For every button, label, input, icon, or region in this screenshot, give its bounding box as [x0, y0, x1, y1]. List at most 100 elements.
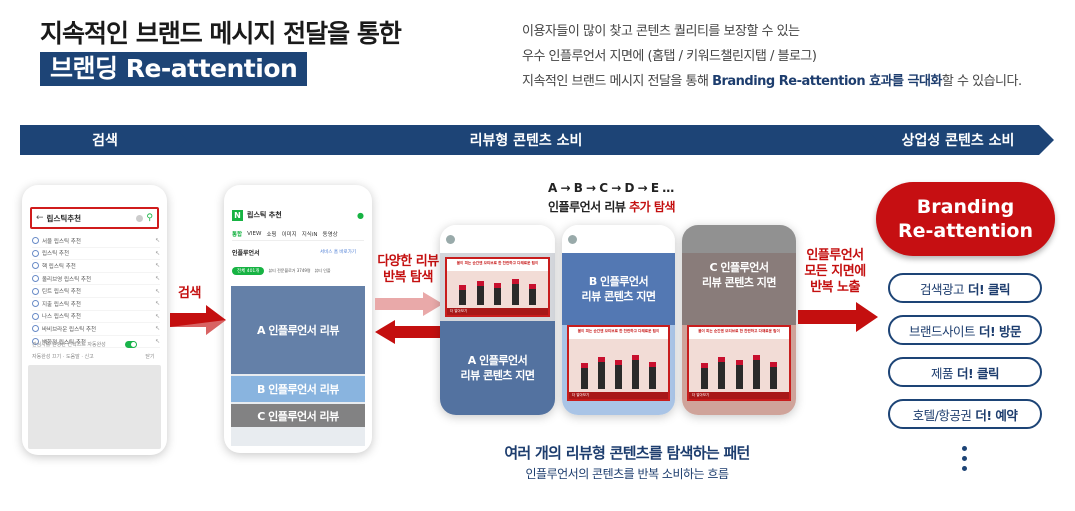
autocomplete-footer-links[interactable]: 자동완성 끄기 · 도움말 · 신고: [32, 354, 94, 360]
fill-arrow-icon[interactable]: ↖: [154, 275, 160, 283]
search-tab[interactable]: 이미지: [281, 231, 297, 238]
content-phone-a-header: [440, 225, 555, 253]
content-a-line2: 리뷰 콘텐츠 지면: [460, 369, 536, 382]
autocomplete-item[interactable]: 올리브영 립스틱 추천↖: [32, 273, 160, 286]
context-autocomplete-row: 관심사를 반영한 컨텍스트 자동완성: [32, 341, 138, 348]
autocomplete-toggle[interactable]: [125, 341, 138, 348]
pill-search-ad-bold: 더! 클릭: [967, 281, 1011, 297]
repeat-explore-label: 다양한 리뷰 반복 탐색: [376, 254, 440, 286]
search-arrow-icon: [170, 305, 226, 335]
expose-label-line2: 모든 지면에: [804, 264, 866, 279]
ad-headline-b: 봄이 피는 순간엔 모티브로 한 찬란하고 다채로운 립이: [569, 327, 668, 339]
search-input[interactable]: ← 립스틱추천 ⚲: [30, 207, 159, 229]
fill-arrow-icon[interactable]: ↖: [154, 287, 160, 295]
fill-arrow-icon[interactable]: ↖: [154, 249, 160, 257]
search-history-icon: [32, 287, 39, 295]
back-and-forth-arrows-icon: [375, 292, 443, 344]
search-tab[interactable]: 통합: [232, 231, 243, 238]
autocomplete-item[interactable]: 바비브라운 립스틱 추천 ↖: [32, 323, 160, 336]
content-b-overlay: B 인플루언서 리뷰 콘텐츠 지면: [562, 253, 675, 325]
brand-line2: Re-attention: [898, 220, 1033, 242]
expose-label: 인플루언서 모든 지면에 반복 노출: [800, 248, 870, 296]
autocomplete-footer: 자동완성 끄기 · 도움말 · 신고 닫기: [32, 353, 155, 360]
autocomplete-item[interactable]: 나스 립스틱 추천↖: [32, 311, 160, 324]
autocomplete-item[interactable]: 서울 립스틱 추천↖: [32, 235, 160, 248]
search-phone: ← 립스틱추천 ⚲ 서울 립스틱 추천↖립스틱 추천↖핵 립스틱 추천↖올리브영…: [22, 185, 167, 455]
description-line-2: 우수 인플루언서 지면에 (홈탭 / 키워드챌린지탭 / 블로그): [522, 49, 817, 64]
search-query: 립스틱추천: [46, 213, 82, 223]
search-arrow-label: 검색: [178, 286, 201, 301]
all-chip[interactable]: 전체 401개: [232, 267, 265, 275]
search-history-icon: [32, 338, 39, 346]
pill-brand-site-pre: 브랜드사이트: [908, 323, 976, 339]
overlay-c-review: C 인플루언서 리뷰: [231, 404, 365, 427]
search-tab[interactable]: 동영상: [322, 231, 338, 238]
autocomplete-close[interactable]: 닫기: [145, 354, 155, 360]
content-phone-b: B 인플루언서 리뷰 콘텐츠 지면 봄이 피는 순간엔 모티브로 한 찬란하고 …: [562, 225, 675, 415]
stage-search: 검색: [20, 125, 190, 155]
ad-banner-a[interactable]: 봄이 피는 순간엔 모티브로 한 찬란하고 다채로운 립이 더 알아보기: [445, 257, 550, 317]
fill-arrow-icon[interactable]: ↖: [154, 325, 160, 333]
autocomplete-item[interactable]: 핵 립스틱 추천↖: [32, 260, 160, 273]
search-icon[interactable]: ⚲: [146, 213, 153, 223]
fill-arrow-icon[interactable]: ↖: [154, 262, 160, 270]
search-history-icon: [32, 325, 39, 333]
content-a-line1: A 인플루언서: [467, 354, 528, 367]
content-c-overlay: C 인플루언서 리뷰 콘텐츠 지면: [682, 225, 796, 325]
autocomplete-item[interactable]: 립스틱 추천 ↖: [32, 248, 160, 261]
description-line-3-pre: 지속적인 브랜드 메시지 전달을 통해: [522, 74, 713, 89]
results-query: 립스틱 추천: [247, 211, 282, 219]
more-dots-icon: [962, 446, 970, 476]
mic-icon[interactable]: ●: [357, 210, 364, 220]
search-tab[interactable]: 쇼핑: [266, 231, 277, 238]
pill-hotel-pre: 호텔/항공권: [912, 407, 972, 423]
page-title-highlight: 브랜딩 Re-attention: [40, 52, 308, 86]
beauty-influencer-chip[interactable]: 뷰티 인플: [314, 268, 331, 273]
pill-search-ad-pre: 검색광고: [919, 281, 965, 297]
content-b-line1: B 인플루언서: [588, 275, 649, 288]
autocomplete-list: 서울 립스틱 추천↖립스틱 추천↖핵 립스틱 추천↖올리브영 립스틱 추천↖틴트…: [32, 235, 160, 349]
content-a-overlay: A 인플루언서 리뷰 콘텐츠 지면: [440, 321, 555, 415]
clear-icon[interactable]: [136, 214, 144, 222]
search-tab[interactable]: 지식iN: [301, 231, 318, 238]
ad-banner-b[interactable]: 봄이 피는 순간엔 모티브로 한 찬란하고 다채로운 립이 더 알아보기: [567, 325, 670, 401]
fill-arrow-icon[interactable]: ↖: [154, 237, 160, 245]
ad-banner-c[interactable]: 봄이 피는 순간엔 모티브로 한 찬란하고 다채로운 립이 더 알아보기: [687, 325, 791, 401]
fill-arrow-icon[interactable]: ↖: [154, 312, 160, 320]
brand-line1: Branding: [916, 196, 1015, 218]
stage-commercial-consumption: 상업성 콘텐츠 소비: [862, 125, 1054, 155]
fill-arrow-icon[interactable]: ↖: [154, 300, 160, 308]
extra-explore-red: 추가 탐색: [629, 200, 675, 214]
beauty-blogger-chip[interactable]: 뷰티 전문블로거 3749명: [268, 268, 311, 273]
expose-label-line3: 반복 노출: [810, 280, 860, 295]
extra-explore-pre: 인플루언서 리뷰: [548, 200, 630, 214]
lipstick-image-a: [459, 277, 536, 305]
search-history-icon: [32, 237, 39, 245]
profile-icon: [568, 234, 577, 244]
influencer-service-link[interactable]: 서비스 홈 바로가기: [320, 250, 356, 255]
naver-search-bar[interactable]: N 립스틱 추천 ●: [232, 207, 364, 223]
overlay-b-review: B 인플루언서 리뷰: [231, 376, 365, 402]
ad-cta-c[interactable]: 더 알아보기: [689, 392, 789, 399]
page-title: 지속적인 브랜드 메시지 전달을 통한: [40, 19, 402, 48]
search-tab[interactable]: VIEW: [247, 230, 262, 237]
autocomplete-item[interactable]: 백화점 립스틱 추천↖: [32, 336, 160, 349]
autocomplete-item-label: 립스틱 추천: [42, 251, 70, 258]
stage-review-consumption: 리뷰형 콘텐츠 소비: [172, 125, 880, 155]
autocomplete-item[interactable]: 지출 립스틱 추천↖: [32, 298, 160, 311]
content-phone-b-header: [562, 225, 675, 253]
ad-cta-b[interactable]: 더 알아보기: [569, 392, 668, 399]
ad-cta-a[interactable]: 더 알아보기: [447, 308, 548, 315]
content-b-line2: 리뷰 콘텐츠 지면: [581, 290, 657, 303]
fill-arrow-icon[interactable]: ↖: [154, 338, 160, 346]
autocomplete-item[interactable]: 틴트 립스틱 추천↖: [32, 285, 160, 298]
branding-reattention-badge: Branding Re-attention: [876, 182, 1055, 256]
back-arrow-icon[interactable]: ←: [36, 213, 44, 223]
expose-arrow-icon: [798, 302, 878, 332]
pill-hotel-bold: 더! 예약: [975, 407, 1018, 423]
pattern-subtitle: 인플루언서의 콘텐츠를 반복 소비하는 흐름: [525, 467, 729, 481]
autocomplete-item-label: 바비브라운 립스틱 추천: [42, 326, 97, 333]
naver-logo: N: [232, 209, 243, 221]
